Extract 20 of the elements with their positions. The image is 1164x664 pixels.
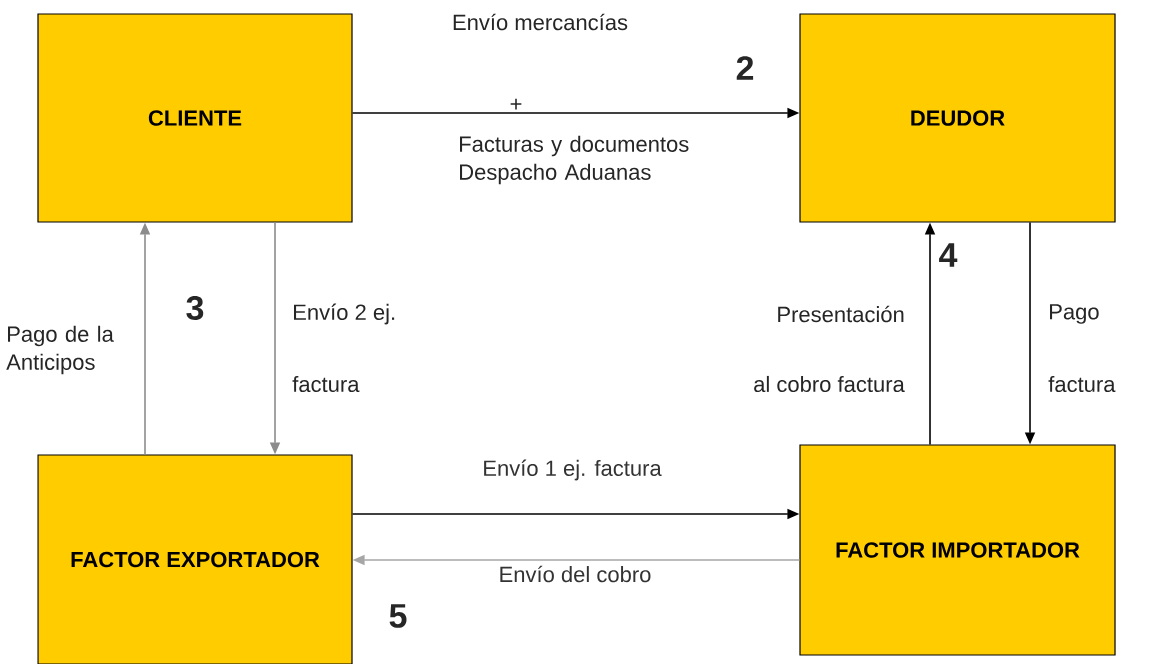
edge-label: Envío 1 ej. factura	[481, 458, 663, 482]
annotation-text: Envío 2 ej.	[294, 303, 395, 325]
annotation-text: al cobro factura	[754, 375, 905, 393]
process-box: CLIENTE	[37, 13, 353, 223]
annotation-text: Facturas y documentos Despacho Aduanas	[460, 135, 689, 185]
process-box: DEUDOR	[799, 13, 1116, 223]
step-number: 2	[736, 56, 754, 80]
annotation-text: Pago	[1050, 304, 1099, 324]
step-number: 5	[389, 604, 407, 628]
process-box: FACTOR IMPORTADOR	[799, 444, 1116, 656]
annotation-text: factura	[292, 375, 360, 393]
process-box: FACTOR EXPORTADOR	[37, 454, 353, 664]
annotation-text: Presentación	[778, 305, 904, 323]
annotation-text: factura	[1048, 375, 1116, 393]
step-number: 4	[939, 243, 958, 267]
step-number: 3	[186, 295, 204, 321]
annotation-text: +	[510, 98, 522, 110]
edge-label: Envío del cobro	[497, 564, 653, 584]
annotation-text: Pago de la Anticipos	[6, 325, 114, 375]
annotation-text: Envío mercancías	[453, 13, 628, 31]
